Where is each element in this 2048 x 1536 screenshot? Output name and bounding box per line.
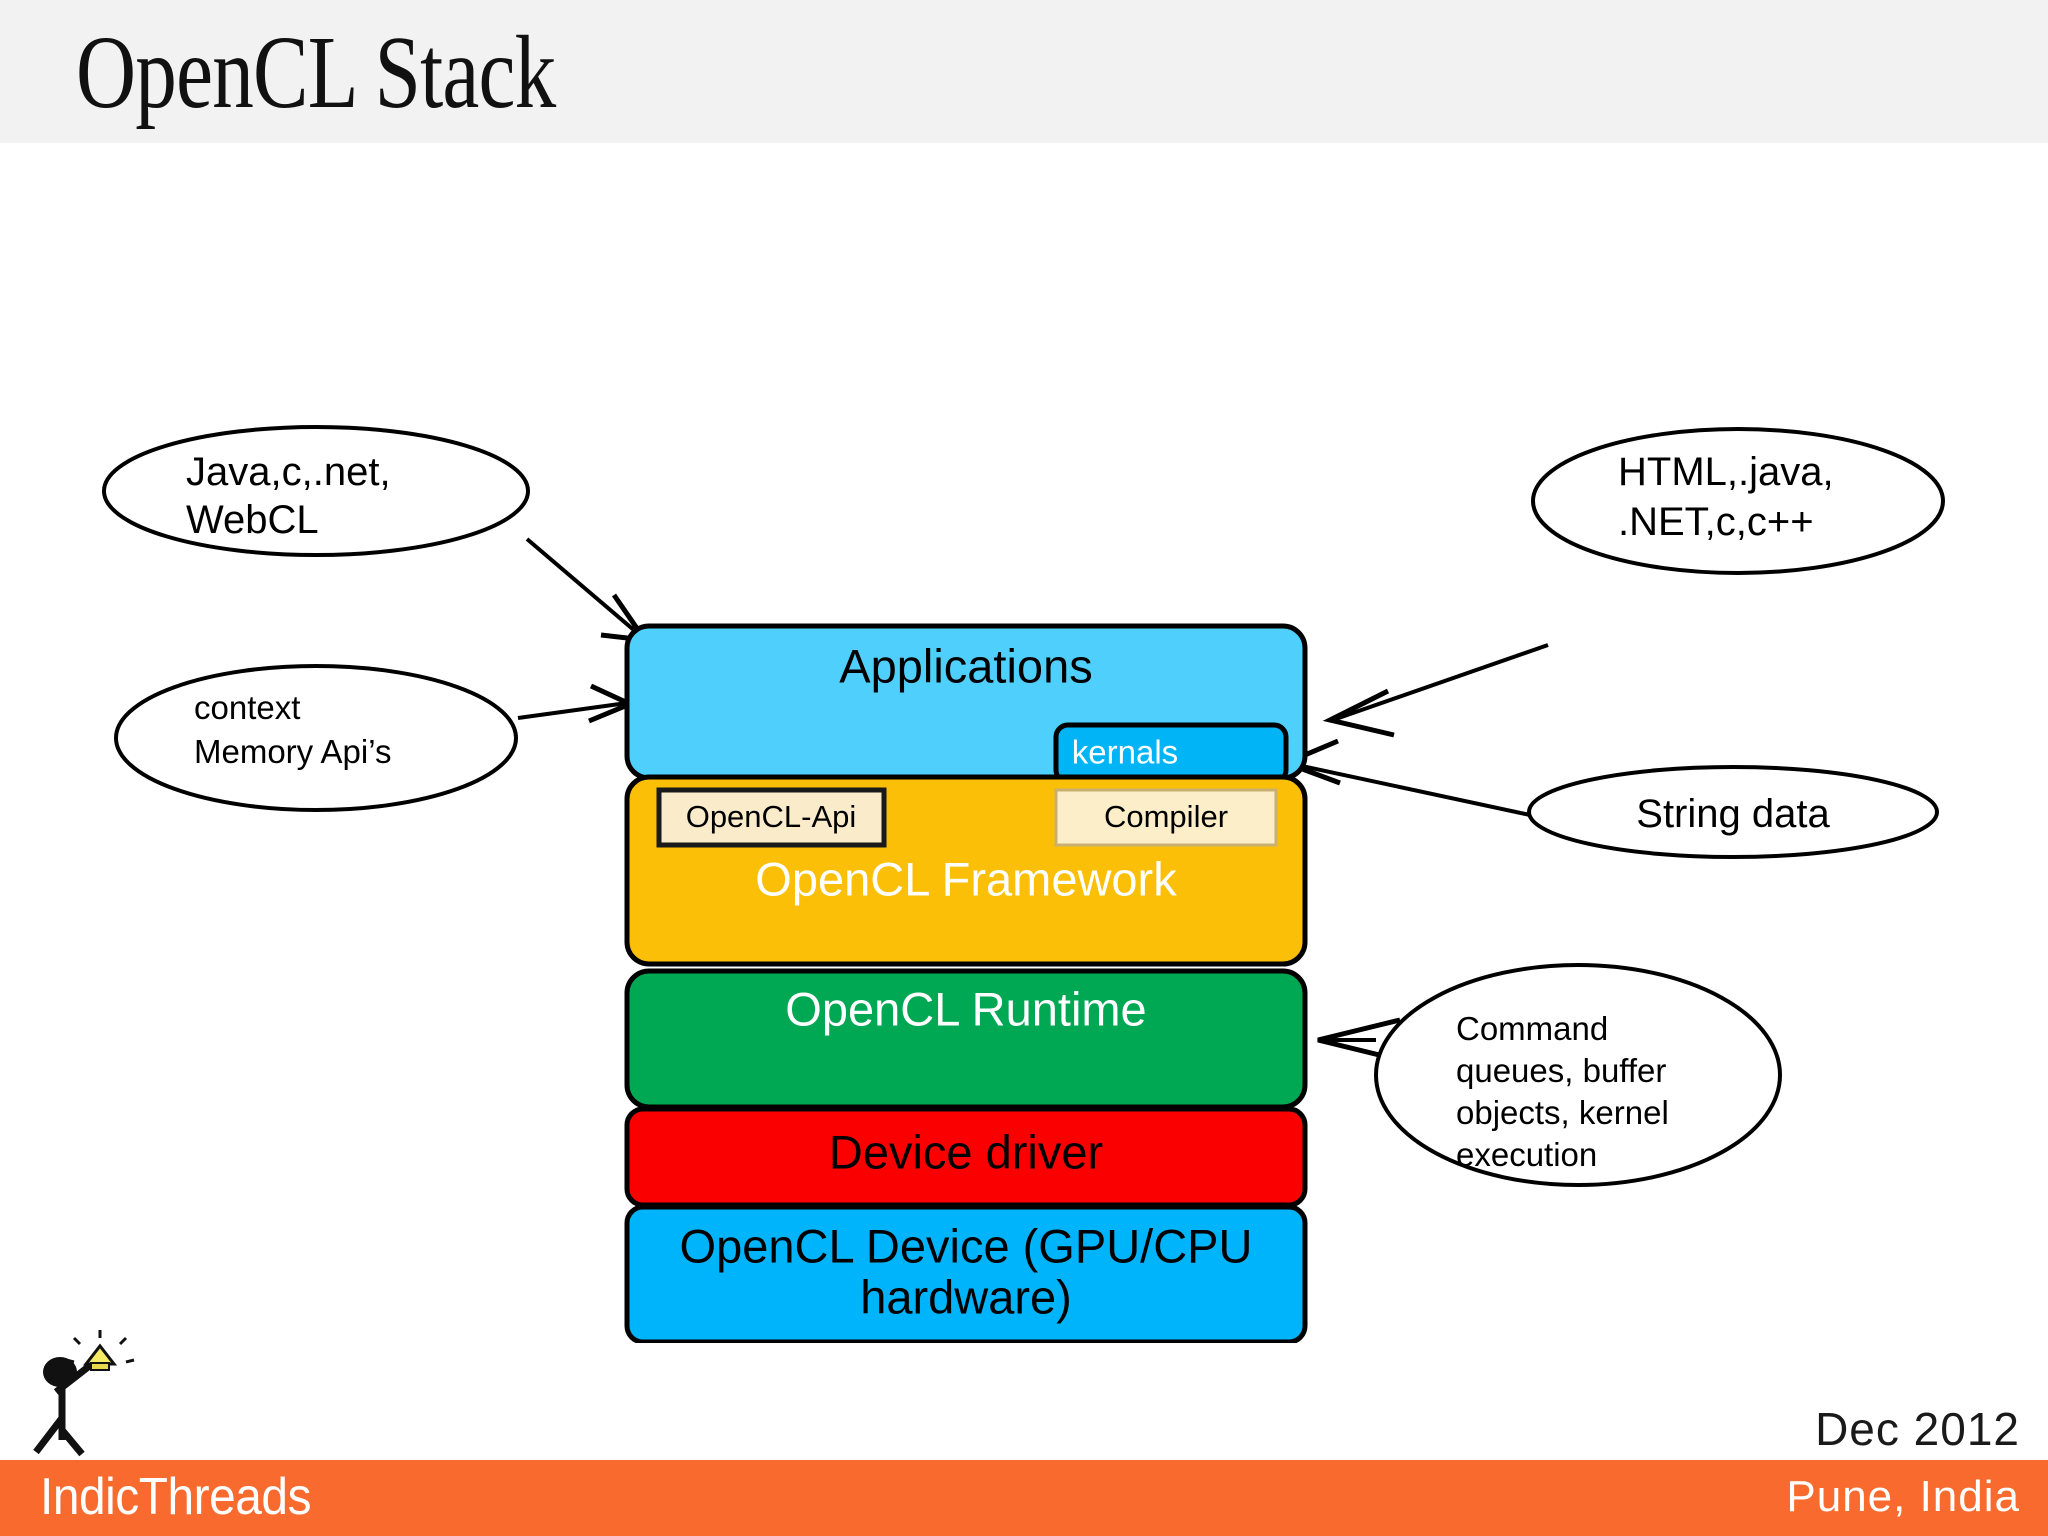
callout-languages-left[interactable]: Java,c,.net, WebCL xyxy=(102,425,530,557)
footer-date: Dec 2012 xyxy=(1815,1403,2020,1455)
opencl-framework-label: OpenCL Framework xyxy=(755,852,1177,905)
callout-command-queues-line2: queues, buffer xyxy=(1456,1052,1666,1089)
arrowhead-command-queues xyxy=(1317,1017,1401,1063)
opencl-device-box[interactable] xyxy=(624,1204,1308,1343)
callout-languages-right[interactable]: HTML,.java, .NET,c,c++ xyxy=(1531,427,1945,575)
connector-group xyxy=(517,537,1549,1042)
callout-languages-left-line1: Java,c,.net, xyxy=(186,450,391,494)
connector-context-memory xyxy=(517,701,628,720)
device-driver-label: Device driver xyxy=(829,1125,1103,1178)
callout-string-data-label: String data xyxy=(1636,792,1830,836)
callout-command-queues-line3: objects, kernel xyxy=(1456,1094,1669,1131)
opencl-api-box[interactable] xyxy=(656,787,887,848)
applications-label: Applications xyxy=(839,639,1092,692)
callout-context-memory[interactable]: context Memory Api’s xyxy=(114,664,518,812)
arrowhead-languages-right xyxy=(1322,688,1395,738)
callout-context-memory-line1: context xyxy=(194,689,300,726)
layer-device-driver[interactable]: Device driver xyxy=(624,1106,1308,1208)
compiler-box[interactable] xyxy=(1054,788,1278,847)
opencl-device-label-line1: OpenCL Device (GPU/CPU xyxy=(680,1219,1253,1272)
callout-languages-right-line1: HTML,.java, xyxy=(1618,450,1834,494)
callout-languages-right-line2: .NET,c,c++ xyxy=(1618,500,1814,544)
layer-opencl-device[interactable]: OpenCL Device (GPU/CPU hardware) xyxy=(624,1204,1308,1343)
sub-box-kernals[interactable]: kernals xyxy=(1053,722,1289,785)
opencl-stack-diagram: Applications kernals OpenCL-Api Compiler… xyxy=(0,143,2048,1343)
stick-figure-with-bulb-icon xyxy=(33,1330,135,1457)
callout-context-memory-ellipse[interactable] xyxy=(114,664,518,812)
compiler-label: Compiler xyxy=(1104,799,1228,834)
page-title: OpenCL Stack xyxy=(76,15,556,130)
callout-command-queues-line4: execution xyxy=(1456,1136,1597,1173)
callout-command-queues[interactable]: Command queues, buffer objects, kernel e… xyxy=(1374,963,1782,1187)
layer-opencl-runtime[interactable]: OpenCL Runtime xyxy=(624,968,1308,1110)
connector-languages-left xyxy=(525,537,644,639)
opencl-api-label: OpenCL-Api xyxy=(686,799,857,834)
diagram-canvas: Applications kernals OpenCL-Api Compiler… xyxy=(102,425,1945,1343)
callout-command-queues-ellipse[interactable] xyxy=(1374,963,1782,1187)
callout-string-data[interactable]: String data xyxy=(1527,765,1939,859)
footer-brand: IndicThreads xyxy=(40,1468,312,1526)
connector-string-data xyxy=(1287,761,1531,817)
layer-opencl-framework[interactable]: OpenCL-Api Compiler OpenCL Framework xyxy=(624,774,1308,967)
callout-languages-left-line2: WebCL xyxy=(186,498,319,542)
slide-header-band xyxy=(0,0,2048,143)
callout-languages-right-ellipse[interactable] xyxy=(1531,427,1945,575)
callout-string-data-ellipse[interactable] xyxy=(1527,765,1939,859)
callout-languages-left-ellipse[interactable] xyxy=(102,425,530,557)
footer-location: Pune, India xyxy=(1786,1472,2020,1521)
callout-context-memory-line2: Memory Api’s xyxy=(194,733,391,770)
callout-command-queues-line1: Command xyxy=(1456,1010,1608,1047)
connector-languages-right xyxy=(1329,643,1549,723)
kernals-label: kernals xyxy=(1072,734,1178,771)
opencl-runtime-label: OpenCL Runtime xyxy=(785,982,1146,1035)
footer-bar: IndicThreads Pune, India xyxy=(0,1460,2048,1536)
opencl-device-label-line2: hardware) xyxy=(860,1270,1072,1323)
